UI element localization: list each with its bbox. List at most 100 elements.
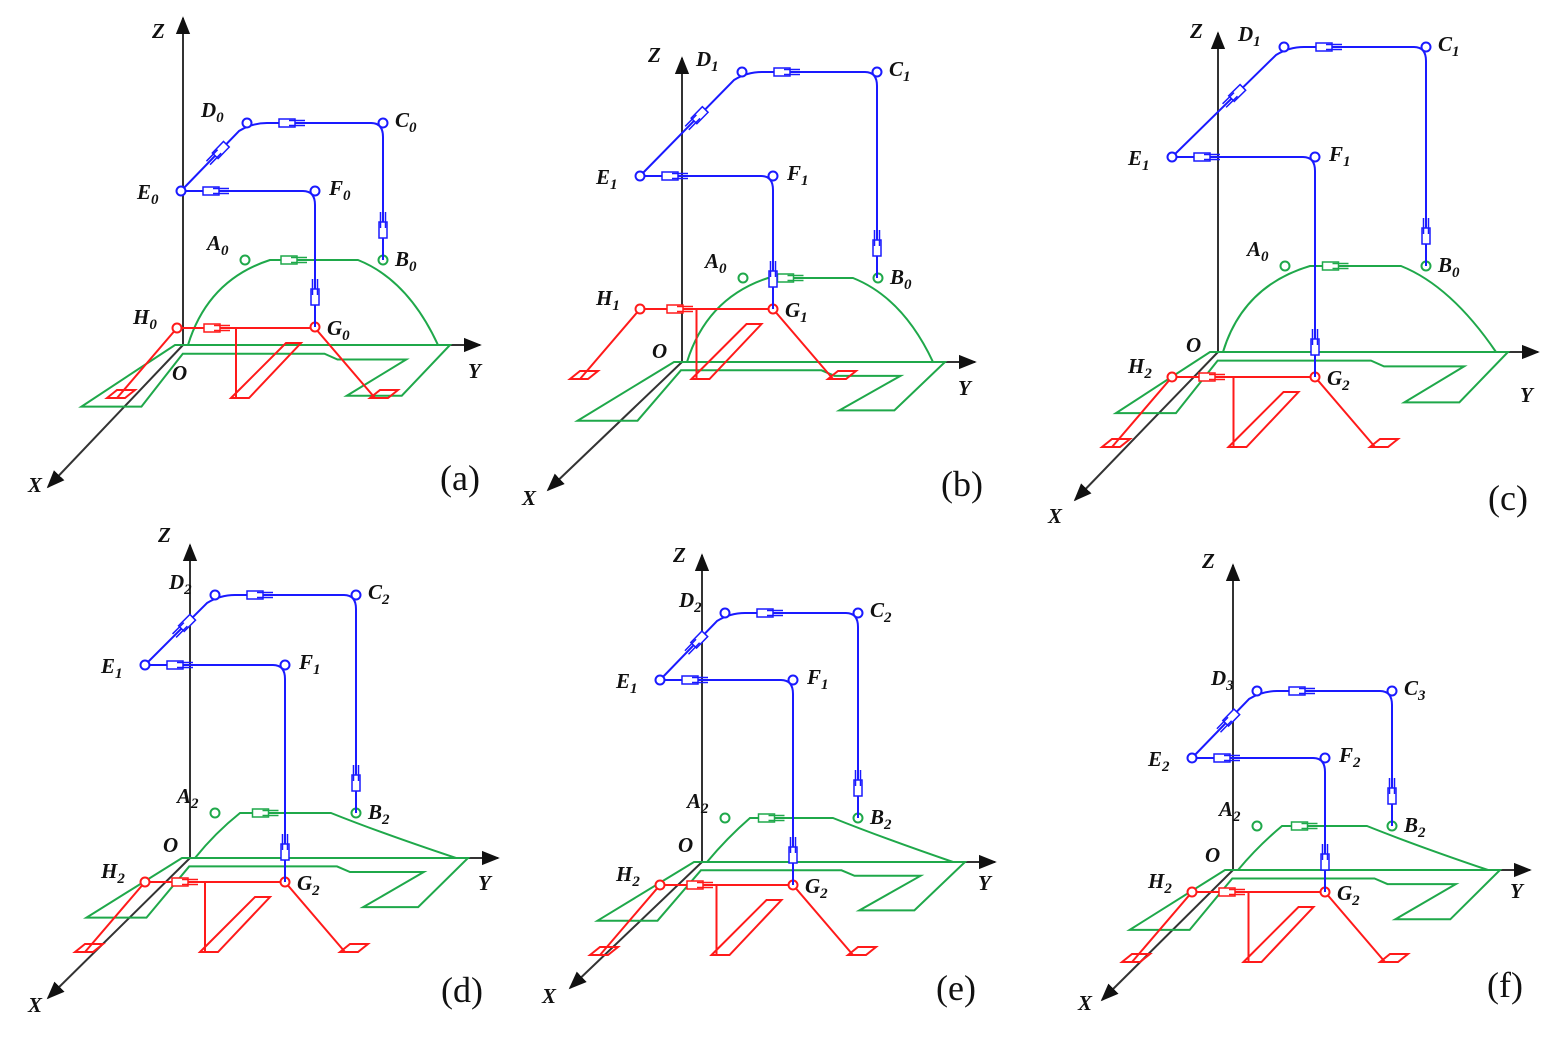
joint-c	[1420, 41, 1432, 53]
joint-h	[139, 876, 151, 888]
prismatic-sleeve	[177, 613, 197, 633]
lower-chain	[1099, 371, 1401, 448]
prismatic-joint-hg	[1218, 887, 1245, 897]
prismatic-sleeve	[1193, 152, 1211, 162]
prismatic-rod	[1222, 92, 1239, 108]
prismatic-joint-ab	[280, 255, 307, 265]
label-e: E1	[1127, 146, 1150, 174]
joint-e	[139, 659, 151, 671]
prismatic-joint-cb	[872, 230, 882, 257]
x-axis	[546, 361, 683, 492]
middle-arch	[706, 817, 954, 863]
label-a: A2	[1217, 797, 1241, 825]
prismatic-sleeve	[280, 255, 298, 265]
prismatic-sleeve	[661, 171, 679, 181]
label-b: B2	[367, 800, 390, 828]
upper-chain	[1166, 41, 1432, 377]
prismatic-joint-ab	[757, 813, 785, 823]
joint-e	[634, 170, 646, 182]
label-x-axis: X	[27, 993, 43, 1017]
joint-c	[377, 117, 389, 129]
prismatic-rod	[1299, 687, 1315, 695]
prismatic-joint-ef	[681, 675, 708, 685]
label-d: D1	[1237, 22, 1261, 50]
base-frame	[1126, 869, 1503, 931]
panel-caption: (a)	[440, 458, 480, 498]
middle-chain	[1126, 820, 1503, 931]
prismatic-rod	[1388, 778, 1396, 794]
foot-right	[367, 389, 401, 399]
prismatic-sleeve	[788, 846, 798, 864]
label-a: A0	[703, 249, 727, 277]
prismatic-joint-fg	[280, 834, 290, 861]
middle-chain	[1112, 260, 1511, 415]
joint-h	[1186, 886, 1198, 898]
prismatic-rod	[205, 149, 222, 166]
prismatic-joint-cb	[853, 770, 863, 797]
joint-c	[350, 589, 362, 601]
lower-foot-plate	[1226, 391, 1301, 448]
prismatic-sleeve	[351, 774, 361, 792]
label-h: H2	[100, 859, 125, 887]
label-d: D1	[695, 47, 719, 75]
prismatic-rod	[177, 661, 193, 669]
prismatic-joint-ef	[202, 186, 229, 196]
prismatic-joint-fg	[788, 837, 798, 864]
prismatic-rod	[1216, 716, 1233, 733]
prismatic-joint-ed	[172, 613, 197, 638]
label-f: F0	[328, 176, 351, 204]
label-y-axis: Y	[978, 871, 993, 895]
label-x-axis: X	[541, 984, 557, 1008]
label-f: F1	[1328, 142, 1351, 170]
prismatic-sleeve	[1321, 261, 1340, 271]
label-origin: O	[172, 361, 187, 385]
lower-legs	[84, 881, 346, 953]
joint-f	[787, 674, 799, 686]
prismatic-joint-ef	[661, 171, 688, 181]
prismatic-joint-dc	[278, 118, 305, 128]
foot-right	[1367, 438, 1401, 448]
foot-left	[1119, 953, 1153, 963]
joint-f	[279, 659, 291, 671]
prismatic-sleeve	[202, 186, 220, 196]
lower-chain	[587, 879, 879, 956]
prismatic-sleeve	[166, 660, 184, 670]
prismatic-sleeve	[1213, 753, 1231, 763]
panel-caption: (e)	[936, 968, 976, 1008]
prismatic-sleeve	[251, 808, 270, 818]
lower-foot-plate	[689, 323, 764, 380]
prismatic-sleeve	[280, 843, 290, 861]
prismatic-sleeve	[1320, 853, 1330, 871]
label-g: G2	[1337, 881, 1360, 909]
prismatic-rod	[352, 765, 360, 781]
prismatic-sleeve	[681, 675, 699, 685]
lower-foot-plate	[197, 896, 273, 953]
prismatic-joint-ed	[1216, 707, 1241, 733]
label-a: A0	[1245, 237, 1269, 265]
label-h: H2	[615, 862, 640, 890]
foot-right	[845, 946, 879, 956]
prismatic-joint-hg	[171, 877, 198, 887]
prismatic-sleeve	[666, 304, 684, 314]
prismatic-sleeve	[757, 813, 776, 823]
label-e: E1	[615, 669, 638, 697]
label-z-axis: Z	[1189, 19, 1203, 43]
prismatic-rod	[873, 230, 881, 246]
prismatic-joint-hg	[203, 323, 230, 333]
prismatic-joint-ab	[1290, 821, 1318, 831]
prismatic-sleeve	[1315, 42, 1333, 52]
prismatic-joint-fg	[768, 261, 778, 288]
prismatic-sleeve	[853, 779, 863, 797]
joint-a	[1251, 820, 1263, 832]
prismatic-rod	[769, 261, 777, 277]
panel-caption: (b)	[941, 464, 983, 504]
label-z-axis: Z	[672, 543, 686, 567]
prismatic-rod	[1422, 218, 1430, 234]
label-f: F1	[786, 161, 809, 189]
base-frame	[593, 861, 968, 922]
prismatic-joint-cb	[378, 212, 388, 239]
prismatic-joint-ed	[205, 140, 231, 166]
